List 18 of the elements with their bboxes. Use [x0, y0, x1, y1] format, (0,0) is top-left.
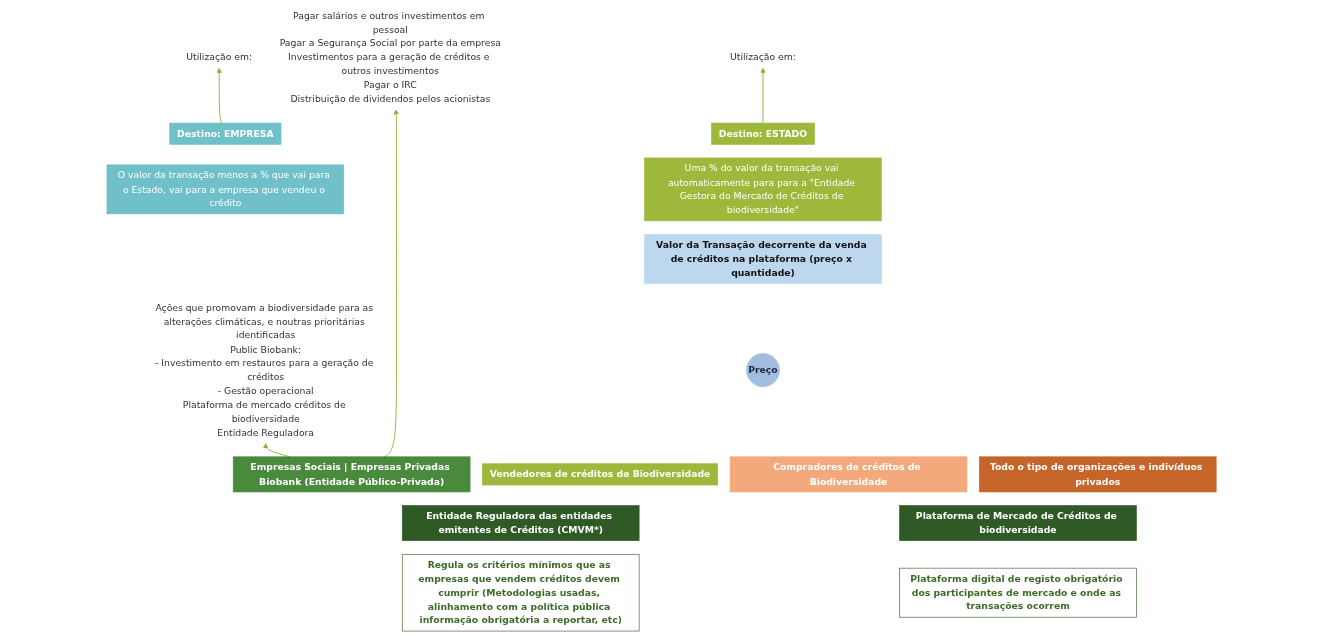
node-box: Destino: EMPRESA [169, 122, 282, 145]
node-box: Todo o tipo de organizações e indivíduos privados [979, 456, 1217, 493]
node-box: Destino: ESTADO [711, 122, 816, 145]
node-text: Utilização em: [186, 51, 253, 63]
node-text: Utilização em: [730, 51, 797, 63]
node-box: Valor da Transação decorrente da venda de créditos na plataforma (preço x quantidade) [644, 234, 883, 284]
node-text: Ações que promovam a biodiversidade para as alterações climáticas, e noutras prioritárias identificadas Public Biobank: - Investimento em restauros para a geração de créditos - Gestão operacional Plataforma de mercado créditos de biodiversidade Entidade Reguladora [155, 301, 374, 438]
node-box: Plataforma digital de registo obrigatório dos participantes de mercado e onde as transações ocorrem [899, 567, 1138, 618]
node-box: Uma % do valor da transação vai automaticamente para para a "Entidade Gestora do Mercado de Créditos de biodiversidade" [644, 157, 883, 222]
node-box: Vendedores de créditos de Biodiversidade [482, 463, 719, 486]
node-box: Entidade Reguladora das entidades emitentes de Créditos (CMVM*) [402, 505, 640, 541]
node-box: Empresas Sociais | Empresas Privadas Biobank (Entidade Público-Privada) [233, 456, 471, 493]
node-box: Compradores de créditos de Biodiversidade [730, 456, 968, 493]
node-box: Regula os critérios mínimos que as empresas que vendem créditos devem cumprir (Metodologias usadas, alinhamento com a política pública informação obrigatória a reportar, etc) [402, 553, 640, 632]
node-box: Plataforma de Mercado de Créditos de biodiversidade [899, 505, 1138, 541]
node-circle: Preço [746, 353, 781, 387]
node-text: Pagar salários e outros investimentos em pessoal Pagar a Segurança Social por parte da empresa Investimentos para a geração de créditos e outros investimentos Pagar o IRC Distribuição de dividendos pelos acionistas [280, 9, 502, 105]
node-box: O valor da transação menos a % que vai para o Estado, vai para a empresa que vendeu o crédito [107, 164, 345, 215]
